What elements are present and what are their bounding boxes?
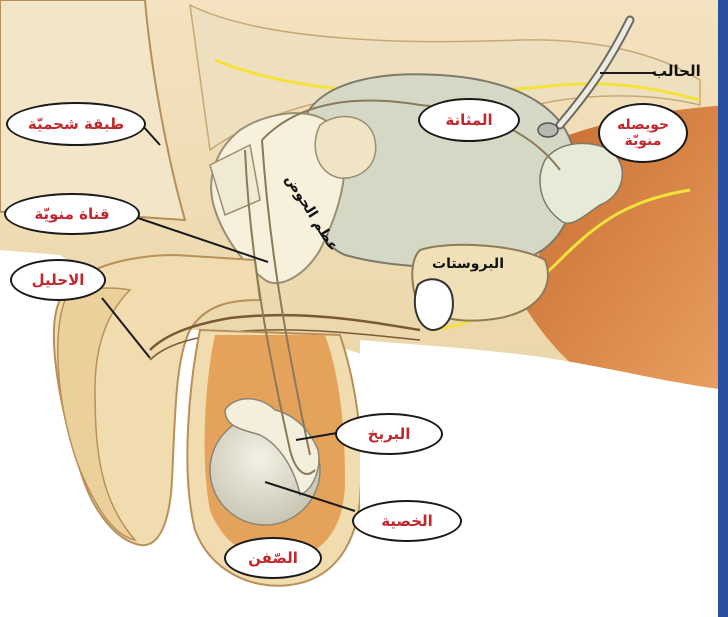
ureter-label: الحالب [652,62,701,80]
epididymis-label: البربخ [335,413,443,455]
fat-layer-label: طبقة شحميّة [6,102,146,146]
right-edge-strip [718,0,728,617]
ureter-opening [538,123,558,137]
seminal-vesicle-label: حويصله منويّة [598,103,688,163]
prostate-label: البروستات [432,256,504,272]
vas-deferens-label: قناة منويّة [4,193,140,235]
scrotum-label: الصّفن [224,537,322,579]
seminal-vesicle-text: حويصله منويّة [611,117,675,149]
urethra-label: الاحليل [10,259,106,301]
bladder-label: المثانة [418,98,520,142]
urethral-bulb [415,279,453,330]
testis-label: الخصية [352,500,462,542]
bone-knob [315,117,376,179]
